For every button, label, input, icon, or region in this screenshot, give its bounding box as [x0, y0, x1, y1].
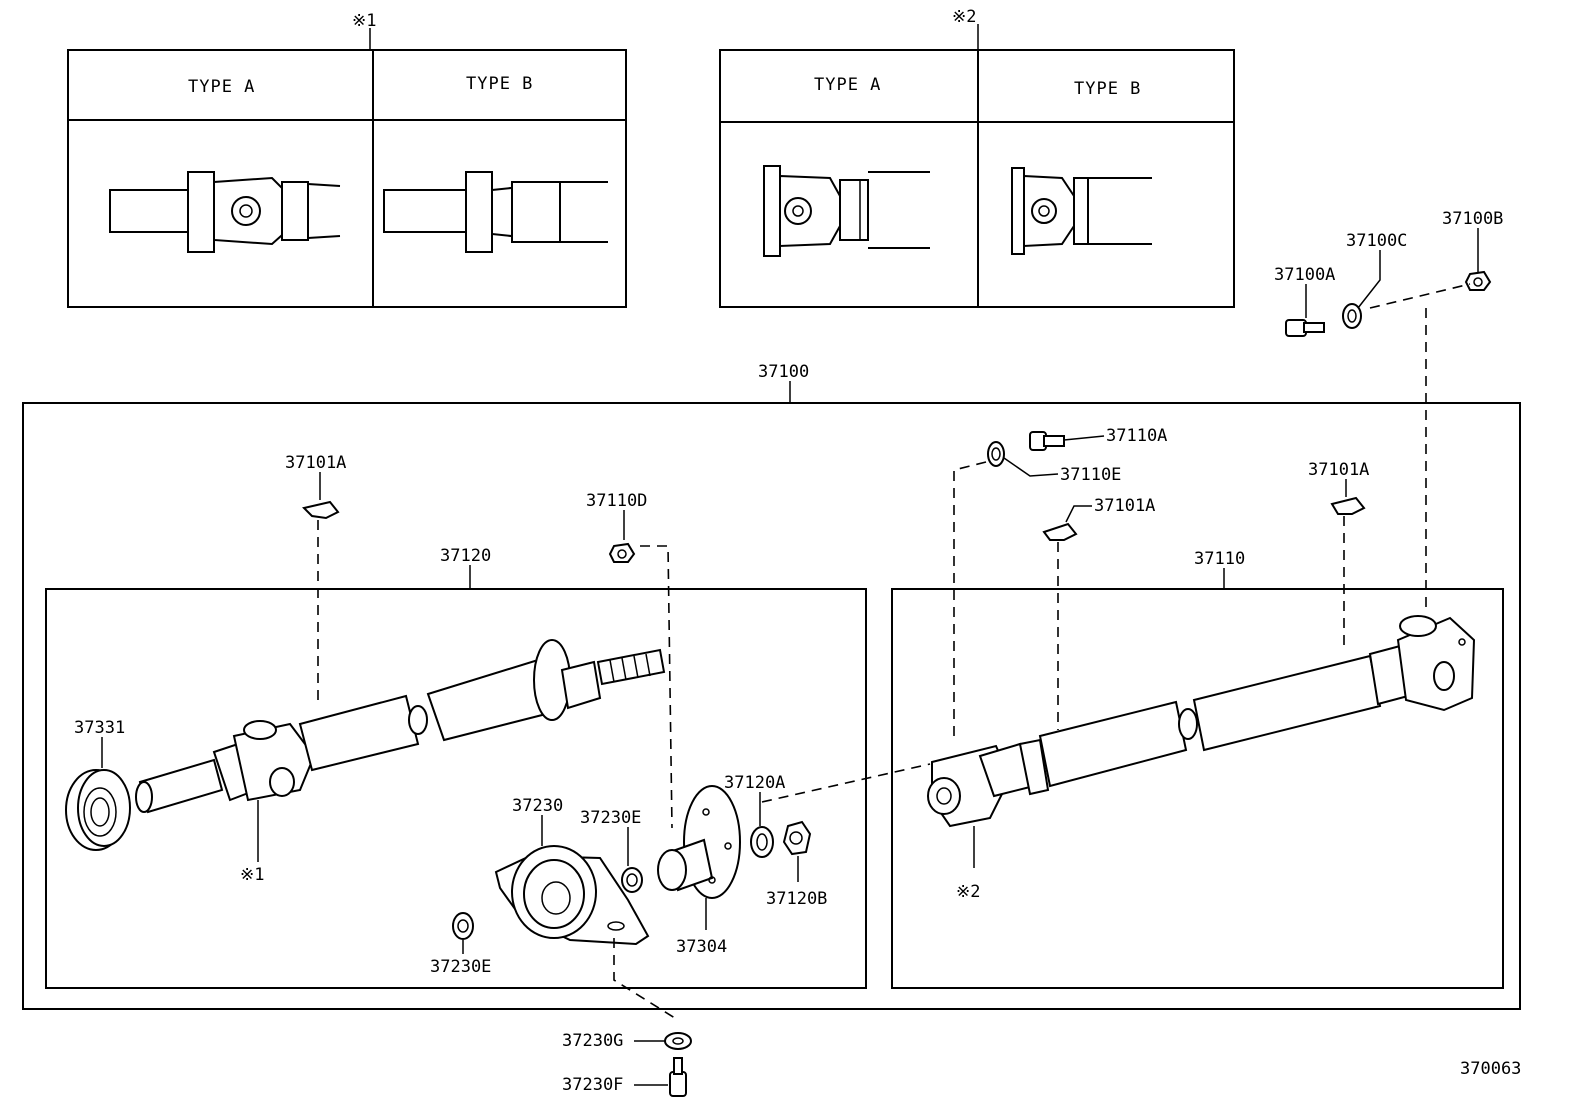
hardware-37100: 37100A 37100C 37100B	[1274, 209, 1503, 612]
label-37101A-left: 37101A	[285, 453, 346, 473]
balance-weight-37101A-middle-icon	[1042, 522, 1078, 541]
mark-1-callout: ※1	[240, 865, 264, 885]
label-37100B: 37100B	[1442, 209, 1503, 229]
label-37110: 37110	[1194, 549, 1245, 569]
label-37120: 37120	[440, 546, 491, 566]
nut-37230G-icon	[664, 1032, 692, 1050]
inset-1-type-a-joint	[109, 171, 341, 253]
balance-weight-37101A-left-icon	[302, 500, 340, 520]
front-propeller-shaft	[135, 639, 666, 814]
inset-2-type-a-joint	[763, 165, 930, 257]
inset-2-type-b: TYPE B	[1074, 79, 1141, 99]
frame-37110	[891, 588, 1504, 989]
washer-37230E-lower-icon	[452, 912, 474, 940]
label-37120B: 37120B	[766, 889, 827, 909]
assembly-frame-37100	[22, 402, 1521, 1010]
nut-37110D-icon	[608, 542, 636, 563]
bolt-37100A-icon	[1285, 319, 1325, 337]
washer-37110E-icon	[987, 441, 1005, 467]
bolt-37230F-icon	[669, 1057, 687, 1097]
inset-1-type-b-joint	[383, 171, 608, 253]
inset-2: ※2 TYPE A TYPE B	[719, 7, 1235, 308]
inset-1-frame	[67, 49, 627, 308]
label-37230: 37230	[512, 796, 563, 816]
center-bearing-37230-icon	[494, 845, 650, 946]
label-37230G: 37230G	[562, 1031, 623, 1051]
washer-37230E-upper-icon	[621, 867, 643, 893]
bolt-37110A-icon	[1029, 431, 1065, 451]
frame-37120	[45, 588, 867, 989]
label-37230E-upper: 37230E	[580, 808, 641, 828]
label-37230F: 37230F	[562, 1075, 623, 1095]
label-37100A: 37100A	[1274, 265, 1335, 285]
inset-1-mark: ※1	[352, 11, 376, 31]
inset-1-type-a: TYPE A	[188, 77, 255, 97]
label-37331: 37331	[74, 718, 125, 738]
inset-1-type-b: TYPE B	[466, 74, 533, 94]
nut-37120B-icon	[782, 820, 812, 856]
label-37110D: 37110D	[586, 491, 647, 511]
flange-37304-icon	[657, 785, 741, 899]
label-37101A-middle: 37101A	[1094, 496, 1155, 516]
washer-37120A-icon	[750, 826, 774, 858]
mark-2-callout: ※2	[956, 882, 980, 902]
inset-1: ※1 TYPE A TYPE B	[67, 11, 627, 308]
nut-37100B-icon	[1464, 270, 1492, 291]
figure-id: 370063	[1460, 1059, 1521, 1079]
inset-2-type-b-joint	[1011, 167, 1152, 255]
inset-2-type-a: TYPE A	[814, 75, 881, 95]
rear-propeller-shaft	[927, 615, 1476, 828]
washer-37100C-icon	[1342, 303, 1362, 329]
label-37230E-lower: 37230E	[430, 957, 491, 977]
label-37100C: 37100C	[1346, 231, 1407, 251]
label-37100: 37100	[758, 362, 809, 382]
balance-weight-37101A-right-icon	[1330, 496, 1366, 515]
label-37304: 37304	[676, 937, 727, 957]
bearing-37331-icon	[65, 769, 131, 851]
label-37110E: 37110E	[1060, 465, 1121, 485]
label-37101A-right: 37101A	[1308, 460, 1369, 480]
label-37120A: 37120A	[724, 773, 785, 793]
label-37110A: 37110A	[1106, 426, 1167, 446]
inset-2-mark: ※2	[952, 7, 976, 27]
